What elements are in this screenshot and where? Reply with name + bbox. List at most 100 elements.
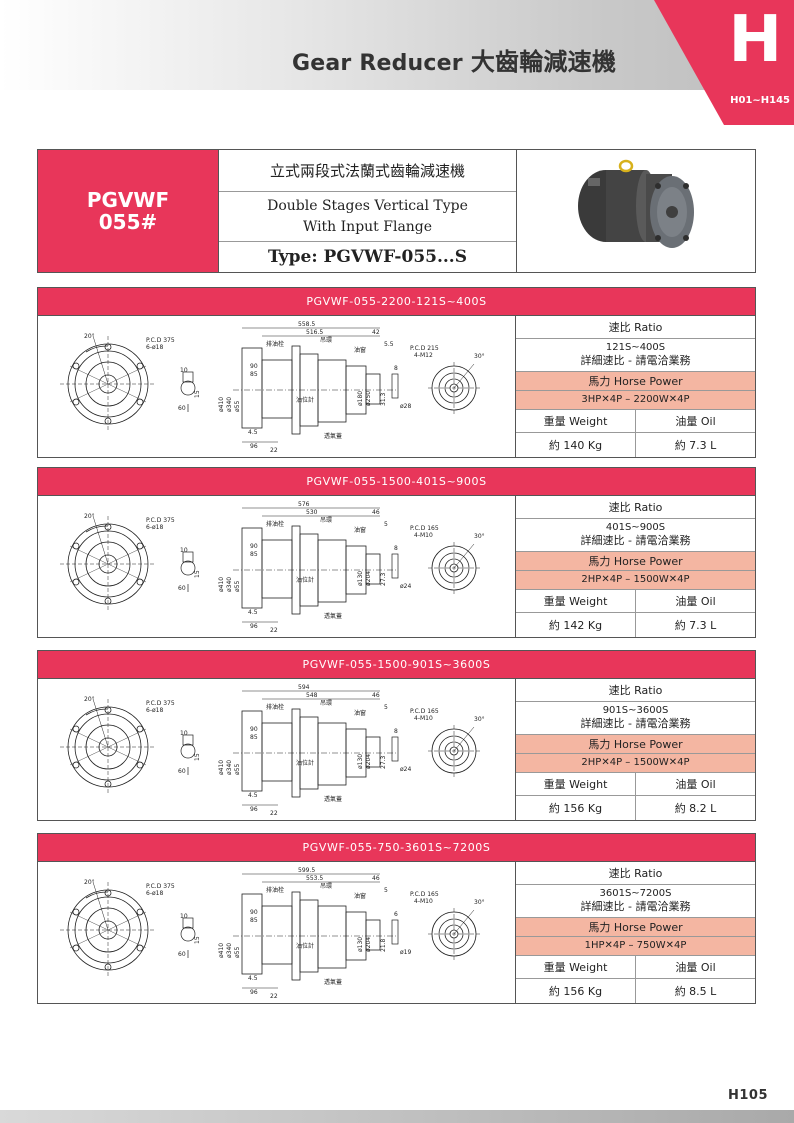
angle-right-label: 30° [474,716,485,723]
ratio-value: 3601S~7200S 詳細速比 - 請電洽業務 [516,885,755,919]
ratio-label: 速比 Ratio [516,316,755,339]
gear-reducer-image [578,159,694,248]
input-diameter-1: ø130 [357,754,364,769]
angle-label: 20° [84,333,95,340]
oil-window-label: 油窗 [354,526,366,534]
page-title-cn: 大齒輪減速機 [470,48,617,76]
dim-85: 85 [250,551,258,558]
horse-power-label: 馬力 Horse Power [516,552,755,571]
ratio-range: 401S~900S [605,522,666,534]
outer-diameter: ø410 [218,577,225,592]
ratio-detail-note: 詳細速比 - 請電洽業務 [580,717,691,731]
dim-body: 553.5 [306,875,323,882]
weight-oil-header: 重量 Weight 油量 Oil [516,409,755,434]
bolt-right-label: 4-M10 [414,715,433,722]
weight-label: 重量 Weight [516,772,636,796]
lifting-ring-label: 吊環 [320,517,332,524]
input-diameter-1: ø180 [357,391,364,406]
inner-diameter-1: ø340 [226,577,233,592]
page-range: H01~H145 [730,95,790,106]
ratio-label: 速比 Ratio [516,496,755,519]
outer-diameter: ø410 [218,397,225,412]
oil-label: 油量 Oil [675,961,716,974]
flange-front-view [60,335,156,432]
section-title: PGVWF-055-750-3601S~7200S [38,834,755,862]
section-title: PGVWF-055-1500-401S~900S [38,468,755,496]
dim-body: 548 [306,692,318,699]
vent-cap-label: 透氣蓋 [324,432,342,440]
header-band [0,0,794,90]
side-elevation [233,690,398,806]
section-body: 20° P.C.D 375 6-ø18 10 60 15 [38,496,755,637]
spec-table: 速比 Ratio 3601S~7200S 詳細速比 - 請電洽業務 馬力 Hor… [516,862,755,1003]
model-desc-en-line1: Double Stages Vertical Type [267,198,468,215]
outer-diameter: ø410 [218,760,225,775]
oil-gauge-label: 油位計 [296,576,314,584]
dim-total: 576 [298,501,310,508]
weight-value: 約 156 Kg [516,796,636,820]
pcd-right-label: P.C.D 165 [410,891,439,898]
spec-section: PGVWF-055-2200-121S~400S [37,287,756,458]
dim-22: 22 [270,810,278,817]
input-flange-view [428,362,480,414]
dim-total: 558.5 [298,321,315,328]
oil-value: 約 7.3 L [674,439,717,453]
ratio-detail-note: 詳細速比 - 請電洽業務 [580,900,691,914]
inner-diameter-1: ø340 [226,943,233,958]
dimension-drawing: 20° P.C.D 375 6-ø18 10 60 15 [38,316,516,457]
dim-top: 42 [372,329,380,336]
ratio-detail-note: 詳細速比 - 請電洽業務 [580,534,691,548]
dim-85: 85 [250,734,258,741]
dim-10: 10 [180,913,188,920]
input-length: 31.3 [380,392,387,406]
input-shaft-key [391,553,399,579]
pcd-left-label: P.C.D 375 [146,883,175,890]
dim-shift: 5.5 [384,341,394,348]
input-diameter-2: ø250 [365,391,372,406]
section-title: PGVWF-055-1500-901S~3600S [38,651,755,679]
ratio-label: 速比 Ratio [516,862,755,885]
flange-front-view [60,698,156,795]
weight-label: 重量 Weight [516,589,636,613]
dim-4-5: 4.5 [248,429,258,436]
model-description: 立式兩段式法蘭式齒輪減速機 Double Stages Vertical Typ… [219,150,517,272]
shaft-diameter: ø19 [400,949,411,956]
input-shaft-key [391,373,399,399]
inner-diameter-1: ø340 [226,397,233,412]
horse-power-label: 馬力 Horse Power [516,735,755,754]
spec-table: 速比 Ratio 121S~400S 詳細速比 - 請電洽業務 馬力 Horse… [516,316,755,457]
side-elevation [233,873,398,989]
dim-10: 10 [180,367,188,374]
weight-label: 重量 Weight [516,955,636,979]
weight-oil-values: 約 156 Kg 約 8.2 L [516,796,755,820]
horse-power-label: 馬力 Horse Power [516,918,755,937]
dim-96: 96 [250,989,258,996]
ratio-range: 121S~400S [605,342,666,354]
input-diameter-2: ø204 [365,571,372,586]
oil-label: 油量 Oil [675,415,716,428]
oil-value: 約 7.3 L [674,619,717,633]
model-desc-en-line2: With Input Flange [302,218,433,235]
dim-4-5: 4.5 [248,975,258,982]
model-code-line2: 055# [98,210,158,234]
dim-body: 530 [306,509,318,516]
angle-label: 20° [84,879,95,886]
inner-diameter-1: ø340 [226,760,233,775]
section-body: 20° P.C.D 375 6-ø18 10 60 15 [38,862,755,1003]
page-number: H105 [727,1088,768,1103]
dim-90: 90 [250,726,258,733]
horse-power-value: 2HP✕4P – 1500W✕4P [516,570,755,590]
dim-85: 85 [250,371,258,378]
oil-window-label: 油窗 [354,892,366,900]
lifting-ring-label: 吊環 [320,700,332,707]
spec-table: 速比 Ratio 901S~3600S 詳細速比 - 請電洽業務 馬力 Hors… [516,679,755,820]
outer-diameter: ø410 [218,943,225,958]
oil-gauge-label: 油位計 [296,942,314,950]
pcd-right-label: P.C.D 165 [410,525,439,532]
shaft-diameter: ø28 [400,403,411,410]
weight-oil-header: 重量 Weight 油量 Oil [516,772,755,797]
lifting-ring-label: 吊環 [320,883,332,890]
horse-power-value: 3HP✕4P – 2200W✕4P [516,390,755,410]
section-body: 20° P.C.D 375 6-ø18 10 60 15 [38,316,755,457]
pcd-left-label: P.C.D 375 [146,517,175,524]
